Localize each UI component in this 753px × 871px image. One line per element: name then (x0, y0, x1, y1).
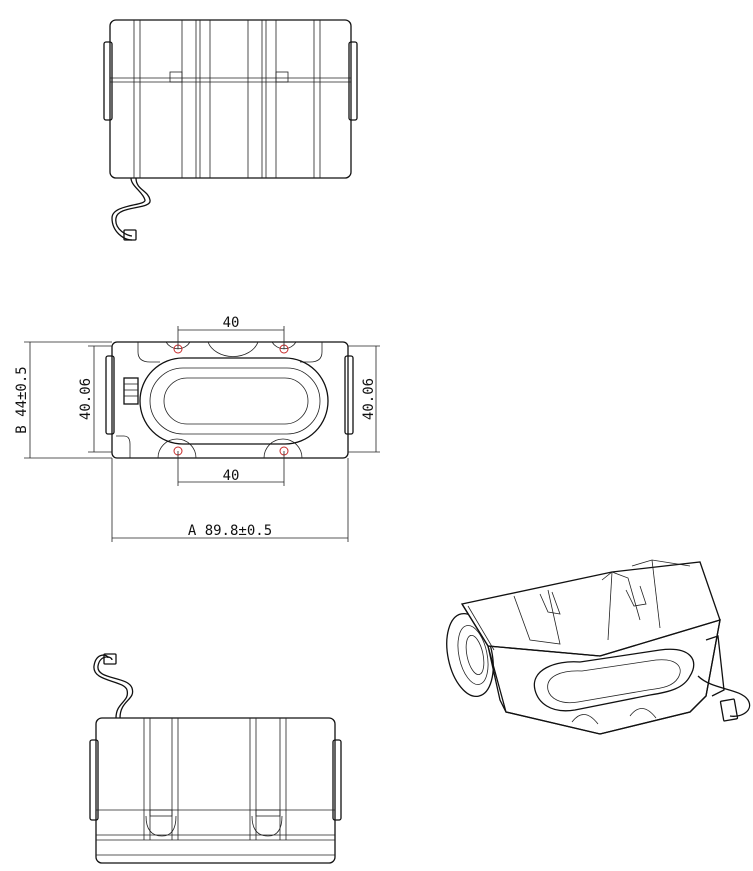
dimension-label-bottom-spacing: 40 (223, 468, 240, 484)
dimension-bottom-40: 40 (177, 451, 285, 486)
dimension-top-40: 40 (177, 315, 285, 349)
dimension-left-inner: 40.06 (78, 345, 112, 453)
dimension-height: B 44±0.5 (14, 341, 112, 459)
top-view (103, 19, 358, 241)
dimension-right-inner: 40.06 (348, 345, 380, 453)
dimension-label-top-spacing: 40 (223, 315, 240, 331)
dimension-label-width: A 89.8±0.5 (188, 523, 272, 539)
bottom-view (89, 653, 342, 864)
front-view (105, 341, 354, 459)
dimension-label-left-inner: 40.06 (78, 378, 94, 420)
isometric-view (446, 559, 751, 735)
dimension-label-right-inner: 40.06 (361, 378, 377, 420)
dimension-label-height: B 44±0.5 (14, 366, 30, 433)
dimension-width: A 89.8±0.5 (111, 458, 349, 542)
